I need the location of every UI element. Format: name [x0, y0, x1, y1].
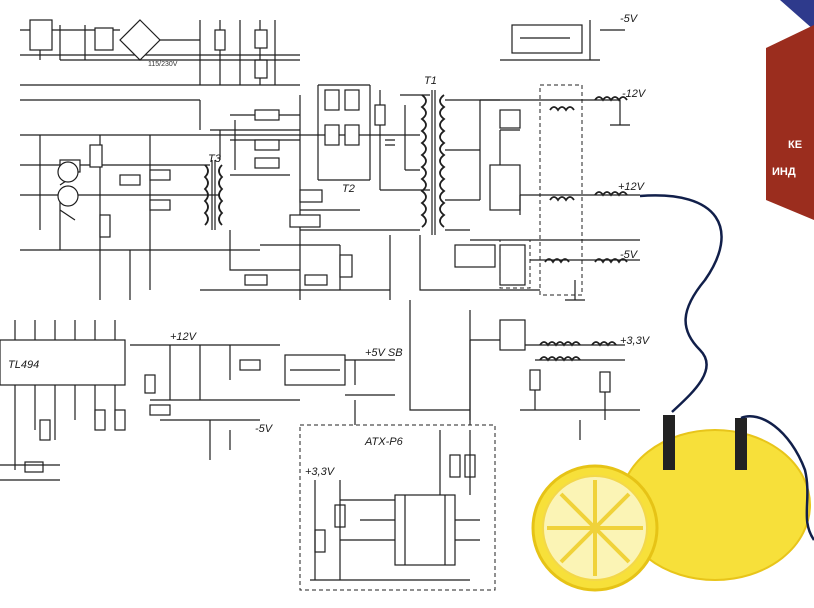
plus12v-mid-label: +12V [170, 331, 198, 343]
main-wiring [20, 95, 420, 300]
plus12v-right-label: +12V [618, 181, 646, 193]
minus5v-top-label: -5V [620, 13, 639, 25]
pwm-controller-chip: TL494 [0, 320, 126, 481]
input-filter-section: 115/230V [20, 19, 300, 86]
minus5v-right-label: -5V [620, 249, 639, 261]
atx-p6-block: ATX-P6 +3,3V [299, 300, 496, 591]
standby-section: +12V +5V SB -5V [130, 331, 403, 460]
mains-voltage-label: 115/230V [148, 61, 178, 68]
tl494-label: TL494 [8, 359, 39, 371]
transformer-t1: T1 [419, 75, 500, 291]
plus5vsb-label: +5V SB [365, 347, 403, 359]
minus5v-bottom-label: -5V [255, 423, 274, 435]
plus33v-atx-label: +3,3V [305, 466, 336, 478]
snubber-network [374, 90, 430, 191]
badge-accent [780, 0, 814, 30]
output-section: -12V +12V -5V +3,3V [454, 84, 651, 440]
plus33v-right-label: +3,3V [620, 335, 651, 347]
badge-text-1: КЕ [788, 139, 802, 151]
electrode-right [735, 418, 747, 470]
lemon-illustration [531, 415, 811, 592]
t2-label: T2 [342, 183, 355, 195]
corner-badge: КЕ ИНД [766, 0, 814, 220]
transformer-t3: T3 [203, 153, 224, 230]
minus5v-regulator: -5V [500, 13, 639, 61]
t3-label: T3 [208, 153, 222, 165]
transformer-t2: T2 [200, 84, 420, 300]
badge-text-2: ИНД [772, 166, 796, 178]
badge-shape [766, 25, 814, 220]
electrode-left [663, 415, 675, 470]
t1-label: T1 [424, 75, 437, 87]
atx-p6-label: ATX-P6 [364, 436, 404, 448]
minus12v-label: -12V [622, 88, 647, 100]
connection-wires [639, 194, 814, 541]
